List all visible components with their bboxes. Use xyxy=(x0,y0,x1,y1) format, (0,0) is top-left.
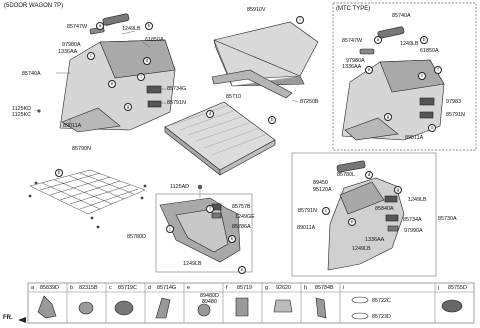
table-part-f: 85719 xyxy=(237,285,252,291)
table-letter-i: i xyxy=(343,285,345,291)
callout-f: f xyxy=(137,73,145,81)
table-part-a: 85839D xyxy=(40,285,59,291)
label-89011a: 89011A xyxy=(63,123,82,129)
table-letter-a: a xyxy=(31,285,34,291)
callout-c: c xyxy=(87,52,95,60)
table-part-e: 89480D 89480 xyxy=(200,293,219,305)
label-mtc-61850a: 61850A xyxy=(420,48,439,54)
right-callout-d: d xyxy=(365,171,373,179)
mtc-callout-b: b xyxy=(420,36,428,44)
label-1336aa-right: 1336AA xyxy=(365,237,385,243)
table-part-b: 82315B xyxy=(79,285,98,291)
mtc-callout-c: c xyxy=(418,72,426,80)
callout-i: i xyxy=(296,16,304,24)
label-mtc-89011a: 89011A xyxy=(405,135,424,141)
label-85780d: 85780D xyxy=(127,234,146,240)
label-mtc-85747w: 85747W xyxy=(342,38,363,44)
label-85734g: 85734G xyxy=(167,86,187,92)
right-callout-c: c xyxy=(322,207,330,215)
label-87250b: 87250B xyxy=(300,99,319,105)
label-1336aa: 1336AA xyxy=(58,49,78,55)
label-mtc-85740a: 85740A xyxy=(392,13,411,19)
label-mtc-85791n: 85791N xyxy=(446,112,465,118)
callout-e: e xyxy=(108,80,116,88)
label-85790n: 85790N xyxy=(72,146,91,152)
callout-b2: b xyxy=(268,116,276,124)
callout-d2: d xyxy=(206,110,214,118)
label-mtc-97980a: 97980A xyxy=(346,58,365,64)
label-97980a: 97980A xyxy=(62,42,81,48)
table-part-g: 92620 xyxy=(276,285,291,291)
label-85757b: 85757B xyxy=(232,204,251,210)
table-letter-h: h xyxy=(304,285,307,291)
callout-f2: f xyxy=(206,205,214,213)
table-ring-bottom: 85723D xyxy=(372,314,391,320)
table-letter-g: g xyxy=(265,285,268,291)
callout-a: a xyxy=(96,22,104,30)
table-letter-d: d xyxy=(148,285,151,291)
table-part-d: 85714G xyxy=(157,285,177,291)
table-letter-f: f xyxy=(226,285,228,291)
label-95120a: 95120A xyxy=(313,187,332,193)
label-85786a: 85786A xyxy=(232,224,251,230)
label-85747w: 85747W xyxy=(67,24,88,30)
table-letter-c: c xyxy=(109,285,112,291)
mtc-callout-f: f xyxy=(434,66,442,74)
label-89450: 89450 xyxy=(313,180,328,186)
callout-b: b xyxy=(145,22,153,30)
callout-k: k xyxy=(228,235,236,243)
table-part-h: 85784B xyxy=(315,285,334,291)
table-part-j: 85755D xyxy=(448,285,467,291)
label-mtc-1249lb: 1249LB xyxy=(400,41,419,47)
label-97990a: 97990A xyxy=(404,228,423,234)
diagram-title: (5DOOR WAGON 7P) xyxy=(4,3,64,9)
mtc-callout-g: g xyxy=(384,113,392,121)
front-direction-label: FR. xyxy=(3,315,13,321)
label-89011a-right: 89011A xyxy=(297,225,316,231)
label-85910v: 85910V xyxy=(247,7,266,13)
label-1249ge: 1249GE xyxy=(235,214,255,220)
callout-d: d xyxy=(143,57,151,65)
label-85791n-right: 85791N xyxy=(298,208,317,214)
callout-h: h xyxy=(55,169,63,177)
mtc-callout-a: a xyxy=(374,36,382,44)
label-1249lb-right: 1249LB xyxy=(408,197,427,203)
mtc-callout-o: o xyxy=(428,124,436,132)
label-85791n: 85791N xyxy=(167,100,186,106)
label-mtc-97983: 97983 xyxy=(446,99,461,105)
label-1249lb-bottom: 1249LB xyxy=(352,246,371,252)
label-1125ad: 1125AD xyxy=(170,184,190,190)
label-85730a: 85730A xyxy=(438,216,457,222)
table-ring-top: 85722C xyxy=(372,298,391,304)
right-callout-e: e xyxy=(348,218,356,226)
table-letter-b: b xyxy=(70,285,73,291)
right-callout-g: g xyxy=(394,186,402,194)
table-letter-e: e xyxy=(187,285,190,291)
label-1125kd: 1125KD xyxy=(12,106,32,112)
callout-j: j xyxy=(166,225,174,233)
mtc-type-title: (MTC TYPE) xyxy=(336,6,371,12)
label-1249lb: 1249LB xyxy=(122,26,141,32)
callout-e2: e xyxy=(238,266,246,274)
callout-g: g xyxy=(124,103,132,111)
label-61850a: 61850A xyxy=(145,37,164,43)
table-letter-j: j xyxy=(438,285,440,291)
label-1125kc: 1125KC xyxy=(12,112,32,118)
label-1249lb-tray: 1249LB xyxy=(183,261,202,267)
label-85710: 85710 xyxy=(226,94,241,100)
label-85740a: 85740A xyxy=(22,71,41,77)
label-85734a: 85734A xyxy=(403,217,422,223)
label-mtc-1336aa: 1336AA xyxy=(342,64,362,70)
table-part-c: 85719C xyxy=(118,285,137,291)
label-85840a: 85840A xyxy=(375,206,394,212)
mtc-callout-e: e xyxy=(365,66,373,74)
label-85780l: 85780L xyxy=(337,172,355,178)
